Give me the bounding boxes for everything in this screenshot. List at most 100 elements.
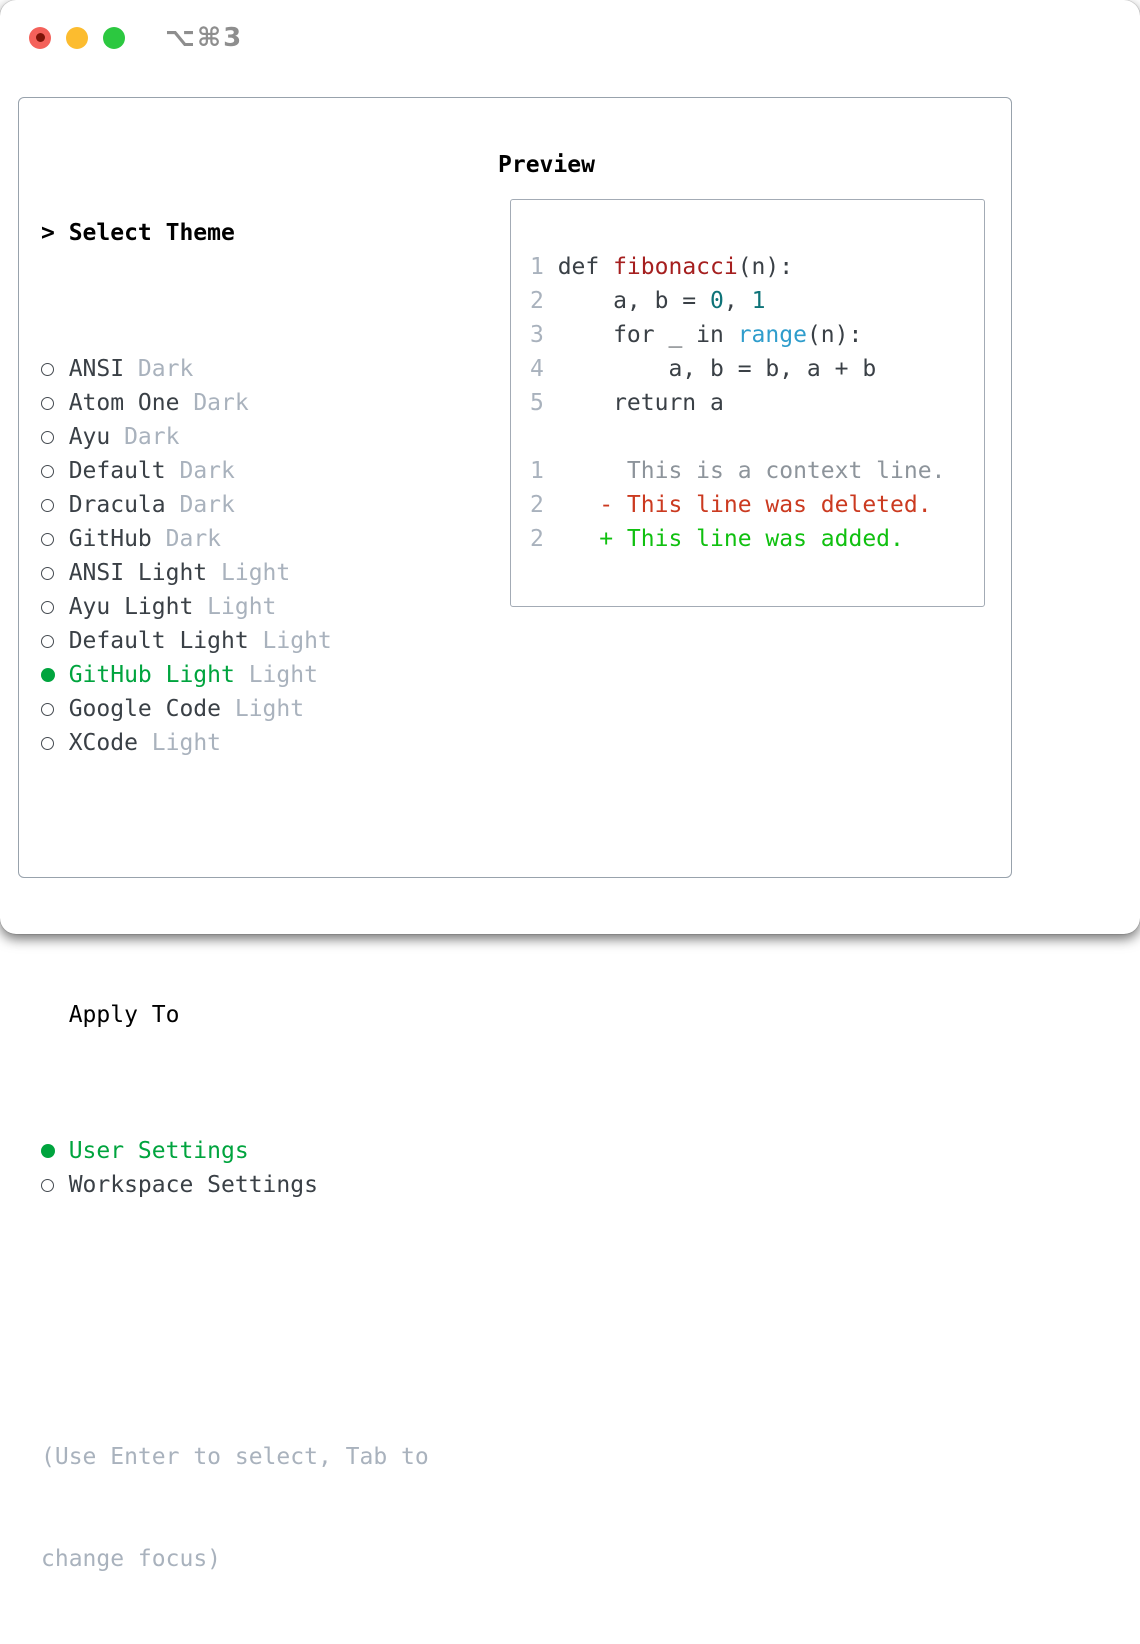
theme-option-label: ANSI xyxy=(68,356,125,382)
select-theme-title: Select Theme xyxy=(68,220,235,246)
theme-option-xcode[interactable]: XCode Light xyxy=(41,726,429,760)
apply-option-label: User Settings xyxy=(68,1138,249,1164)
line-number: 1 xyxy=(530,458,544,484)
radio-unselected-icon xyxy=(41,600,54,614)
radio-unselected-icon xyxy=(41,362,54,376)
theme-option-default[interactable]: Default Dark xyxy=(41,454,429,488)
theme-option-github-light[interactable]: GitHub Light Light xyxy=(41,658,429,692)
titlebar: ⌥⌘3 xyxy=(0,0,1140,75)
radio-unselected-icon xyxy=(41,736,54,750)
code-segment-code: (n): xyxy=(737,254,794,280)
theme-option-label: ANSI Light xyxy=(68,560,208,586)
theme-option-atom-one[interactable]: Atom One Dark xyxy=(41,386,429,420)
radio-unselected-icon xyxy=(41,498,54,512)
theme-option-label: Ayu Light xyxy=(68,594,194,620)
line-number: 1 xyxy=(530,254,544,280)
code-segment-code: def xyxy=(557,254,614,280)
code-segment-code: for _ in xyxy=(557,322,738,348)
theme-option-label: GitHub Light xyxy=(68,662,235,688)
radio-unselected-icon xyxy=(41,532,54,546)
hint-text-line-2: change focus) xyxy=(41,1546,222,1572)
code-segment-num: 1 xyxy=(751,288,766,314)
line-number: 3 xyxy=(530,322,544,348)
theme-option-label: XCode xyxy=(68,730,138,756)
code-segment-added: + This line was added. xyxy=(557,526,904,552)
theme-variant-label: Dark xyxy=(179,458,235,484)
code-line: 3 for _ in range(n): xyxy=(530,318,984,352)
code-line: 2 a, b = 0, 1 xyxy=(530,284,984,318)
close-button[interactable] xyxy=(29,26,51,49)
select-theme-header: > Select Theme xyxy=(41,216,429,250)
theme-option-ayu[interactable]: Ayu Dark xyxy=(41,420,429,454)
line-number: 5 xyxy=(530,390,544,416)
code-segment-code: a, b = b, a + b xyxy=(557,356,877,382)
theme-variant-label: Dark xyxy=(137,356,194,382)
line-number: 4 xyxy=(530,356,544,382)
diff-deleted-line: 2 - This line was deleted. xyxy=(530,488,984,522)
theme-option-label: Default xyxy=(68,458,166,484)
radio-unselected-icon xyxy=(41,566,54,580)
code-segment-builtin: range xyxy=(737,322,807,348)
line-number: 2 xyxy=(530,288,544,314)
code-segment-code: , xyxy=(723,288,752,314)
apply-option-label: Workspace Settings xyxy=(68,1172,318,1198)
close-dot-icon xyxy=(35,33,45,42)
radio-unselected-icon xyxy=(41,634,54,648)
theme-variant-label: Light xyxy=(248,662,318,688)
diff-added-line: 2 + This line was added. xyxy=(530,522,984,556)
theme-option-label: Dracula xyxy=(68,492,166,518)
preview-title: Preview xyxy=(498,152,595,178)
hint-text-line-1: (Use Enter to select, Tab to xyxy=(41,1444,429,1470)
theme-option-ansi[interactable]: ANSI Dark xyxy=(41,352,429,386)
prompt-caret-icon: > xyxy=(41,220,55,246)
theme-variant-label: Light xyxy=(207,594,277,620)
radio-unselected-icon xyxy=(41,396,54,410)
apply-option-workspace-settings[interactable]: Workspace Settings xyxy=(41,1168,429,1202)
theme-option-default-light[interactable]: Default Light Light xyxy=(41,624,429,658)
blank-line xyxy=(530,420,984,454)
code-line: 4 a, b = b, a + b xyxy=(530,352,984,386)
diff-context-line: 1 This is a context line. xyxy=(530,454,984,488)
theme-variant-label: Dark xyxy=(165,526,222,552)
theme-option-label: Google Code xyxy=(68,696,222,722)
spacer-row xyxy=(41,1304,429,1338)
radio-unselected-icon xyxy=(41,1178,54,1192)
apply-option-user-settings[interactable]: User Settings xyxy=(41,1134,429,1168)
radio-selected-icon xyxy=(41,668,55,682)
theme-option-google-code[interactable]: Google Code Light xyxy=(41,692,429,726)
line-number: 2 xyxy=(530,492,544,518)
code-segment-code: a, b = xyxy=(557,288,711,314)
theme-option-label: Ayu xyxy=(68,424,111,450)
code-segment-deleted: - This line was deleted. xyxy=(557,492,932,518)
line-number: 2 xyxy=(530,526,544,552)
theme-variant-label: Light xyxy=(151,730,222,756)
zoom-button[interactable] xyxy=(103,26,125,49)
window-shortcut-label: ⌥⌘3 xyxy=(165,22,244,53)
theme-variant-label: Dark xyxy=(193,390,249,416)
theme-option-ansi-light[interactable]: ANSI Light Light xyxy=(41,556,429,590)
code-segment-code: (n): xyxy=(806,322,863,348)
theme-option-ayu-light[interactable]: Ayu Light Light xyxy=(41,590,429,624)
apply-to-title: Apply To xyxy=(68,1002,180,1028)
theme-variant-label: Light xyxy=(234,696,305,722)
apply-to-header: Apply To xyxy=(41,998,429,1032)
spacer-row xyxy=(41,862,429,896)
theme-variant-label: Dark xyxy=(124,424,180,450)
theme-option-label: Atom One xyxy=(68,390,180,416)
radio-unselected-icon xyxy=(41,464,54,478)
radio-unselected-icon xyxy=(41,702,54,716)
minimize-button[interactable] xyxy=(66,26,88,49)
theme-variant-label: Light xyxy=(262,628,332,654)
radio-unselected-icon xyxy=(41,430,54,444)
theme-variant-label: Light xyxy=(221,560,291,586)
theme-option-label: Default Light xyxy=(68,628,249,654)
